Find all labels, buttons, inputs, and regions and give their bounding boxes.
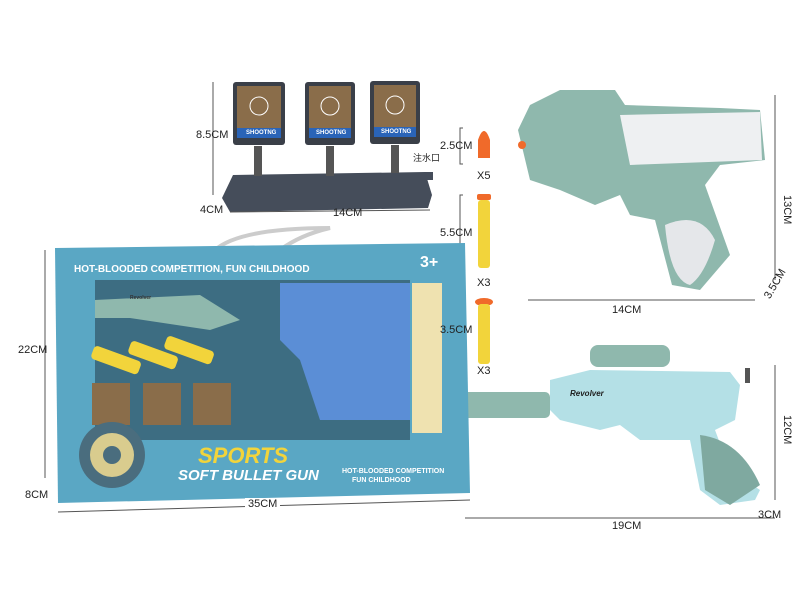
target-1 bbox=[233, 82, 285, 176]
foam-darts-in-box bbox=[91, 336, 214, 375]
box-tagline-2: FUN CHILDHOOD bbox=[352, 477, 411, 484]
revolver-engraving: Revolver bbox=[570, 389, 604, 398]
target-depth-label: 4CM bbox=[200, 204, 224, 216]
dart-size-label: 5.5CM bbox=[440, 227, 473, 239]
pistol-length-label: 14CM bbox=[612, 304, 642, 316]
box-tagline-1: HOT-BLOODED COMPETITION bbox=[342, 468, 445, 475]
suction-dart-count-label: X3 bbox=[477, 365, 491, 377]
revolver-height-label: 12CM bbox=[781, 415, 793, 445]
revolver-length-label: 19CM bbox=[612, 520, 642, 532]
water-inlet-label: 注水口 bbox=[413, 153, 441, 163]
box-depth-label: 8CM bbox=[25, 489, 49, 501]
box-brand-soft-bullet-gun: SOFT BULLET GUN bbox=[178, 467, 319, 484]
bullet-count-label: X5 bbox=[477, 170, 491, 182]
mini-targets-in-box bbox=[92, 383, 231, 425]
pistol-height-label: 13CM bbox=[781, 195, 793, 225]
target-set bbox=[212, 81, 433, 213]
target-2 bbox=[305, 82, 355, 176]
box-headline: HOT-BLOODED COMPETITION, FUN CHILDHOOD bbox=[74, 264, 310, 275]
target-label-3: SHOOTNG bbox=[381, 129, 412, 135]
box-brand-sports: SPORTS bbox=[198, 443, 289, 468]
revolver bbox=[455, 345, 776, 519]
pistol bbox=[518, 90, 776, 301]
dart-count-label: X3 bbox=[477, 277, 491, 289]
packaging-box bbox=[44, 226, 471, 513]
target-width-label: 14CM bbox=[333, 207, 363, 219]
target-3 bbox=[370, 81, 420, 173]
box-age-rating: 3+ bbox=[420, 254, 439, 271]
box-height-label: 22CM bbox=[18, 344, 48, 356]
revolver-width-label: 3CM bbox=[758, 509, 782, 521]
box-revolver-text: Revolver bbox=[130, 295, 152, 301]
box-width-label: 35CM bbox=[245, 498, 281, 510]
suction-dart-size-label: 3.5CM bbox=[440, 324, 473, 336]
target-label-1: SHOOTNG bbox=[246, 130, 277, 136]
bullet-size-label: 2.5CM bbox=[440, 140, 473, 152]
target-label-2: SHOOTNG bbox=[316, 130, 347, 136]
target-height-label: 8.5CM bbox=[196, 129, 229, 141]
